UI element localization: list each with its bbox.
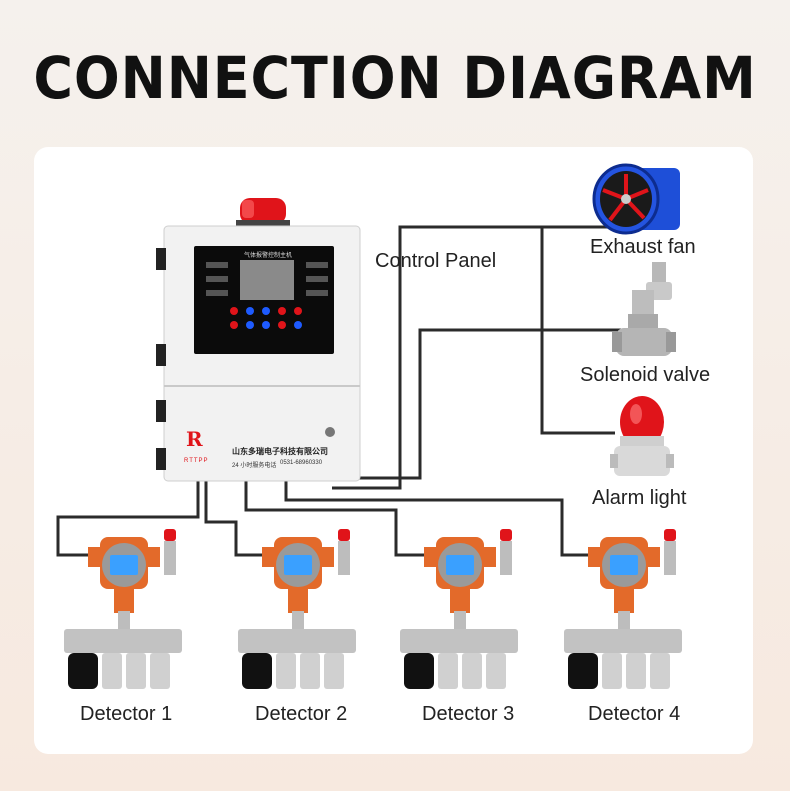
wire-to-exhaust-fan <box>332 225 630 490</box>
wire-to-detector-1 <box>56 481 200 557</box>
solenoid-valve-illustration <box>612 262 676 356</box>
wire-to-detector-3 <box>244 481 424 557</box>
detector-2-label: Detector 2 <box>255 703 348 725</box>
company-name: 山东多瑞电子科技有限公司 <box>232 447 328 456</box>
service-phone: 0531-68960330 <box>280 460 323 466</box>
wire-to-detector-2 <box>204 481 262 557</box>
detector-3-label: Detector 3 <box>422 703 515 725</box>
detector-4 <box>560 525 690 695</box>
service-label: 24 小时服务电话 <box>232 463 277 469</box>
diagram-title: CONNECTION DIAGRAM <box>33 44 757 112</box>
alarm-light <box>610 392 674 489</box>
control-panel: R 气体报警控制主机 RTTPP 山东多瑞电子科技有限公司 24 小时服务电话 … <box>156 190 366 485</box>
detector-1-label: Detector 1 <box>80 703 173 725</box>
solenoid-valve <box>612 262 682 367</box>
exhaust-fan <box>590 160 690 243</box>
detector-illustration <box>238 529 356 689</box>
wire-to-alarm-light <box>540 227 615 435</box>
detector-4-label: Detector 4 <box>588 703 681 725</box>
screen-title: 气体报警控制主机 <box>244 253 293 259</box>
exhaust-fan-label: Exhaust fan <box>590 236 696 258</box>
alarm-light-label: Alarm light <box>592 487 687 509</box>
svg-text:R: R <box>186 427 203 451</box>
control-panel-illustration: R <box>156 198 361 482</box>
detector-1 <box>60 525 190 695</box>
brand-logo-text: RTTPP <box>184 458 209 464</box>
solenoid-valve-label: Solenoid valve <box>580 364 711 386</box>
wire-to-detector-4 <box>284 481 588 557</box>
detector-3 <box>396 525 526 695</box>
detector-illustration <box>564 529 682 689</box>
wire-to-solenoid-valve <box>332 328 622 480</box>
detector-illustration <box>400 529 518 689</box>
alarm-light-illustration <box>610 396 674 476</box>
exhaust-fan-illustration <box>592 163 680 235</box>
detector-2 <box>234 525 364 695</box>
detector-illustration <box>64 529 182 689</box>
control-panel-label: Control Panel <box>375 250 497 272</box>
